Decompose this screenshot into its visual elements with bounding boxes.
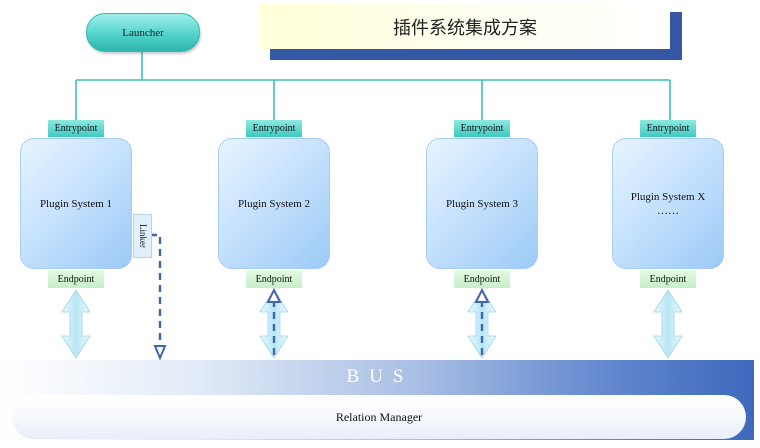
plugin-name: Plugin System X [630,190,706,203]
plugin-name: Plugin System 1 [39,197,113,210]
entrypoint-2: Entrypoint [246,120,302,137]
relation-manager: Relation Manager [12,395,746,439]
launcher-connectors [75,50,671,120]
plugin-system-x: Plugin System X …… [612,138,724,269]
dashed-arrows [150,233,484,360]
linker-tag: Linker [133,214,152,258]
double-arrow-x [653,289,683,359]
double-arrow-1 [61,289,91,359]
plugin-system-3: Plugin System 3 [426,138,538,269]
endpoint-1: Endpoint [48,270,104,288]
plugin-ellipsis: …… [657,204,679,217]
linker-arrowhead [153,345,167,361]
entrypoint-x: Entrypoint [640,120,696,137]
entrypoint-1: Entrypoint [48,120,104,137]
endpoint-x: Endpoint [640,270,696,288]
plugin-system-1: Plugin System 1 [20,138,132,269]
plugin-system-2: Plugin System 2 [218,138,330,269]
linker-label: Linker [137,224,148,248]
plugin-name: Plugin System 2 [237,197,311,210]
bus-label: BUS [346,366,414,387]
dashed-arrowheads [153,287,490,361]
plugin-name: Plugin System 3 [445,197,519,210]
launcher-node: Launcher [86,13,200,52]
linker-dashed-line [150,233,162,346]
endpoint-2: Endpoint [246,270,302,288]
arrowhead-2 [266,287,282,303]
endpoint-3: Endpoint [454,270,510,288]
diagram-title: 插件系统集成方案 [260,4,670,49]
entrypoint-3: Entrypoint [454,120,510,137]
arrowhead-3 [474,287,490,303]
